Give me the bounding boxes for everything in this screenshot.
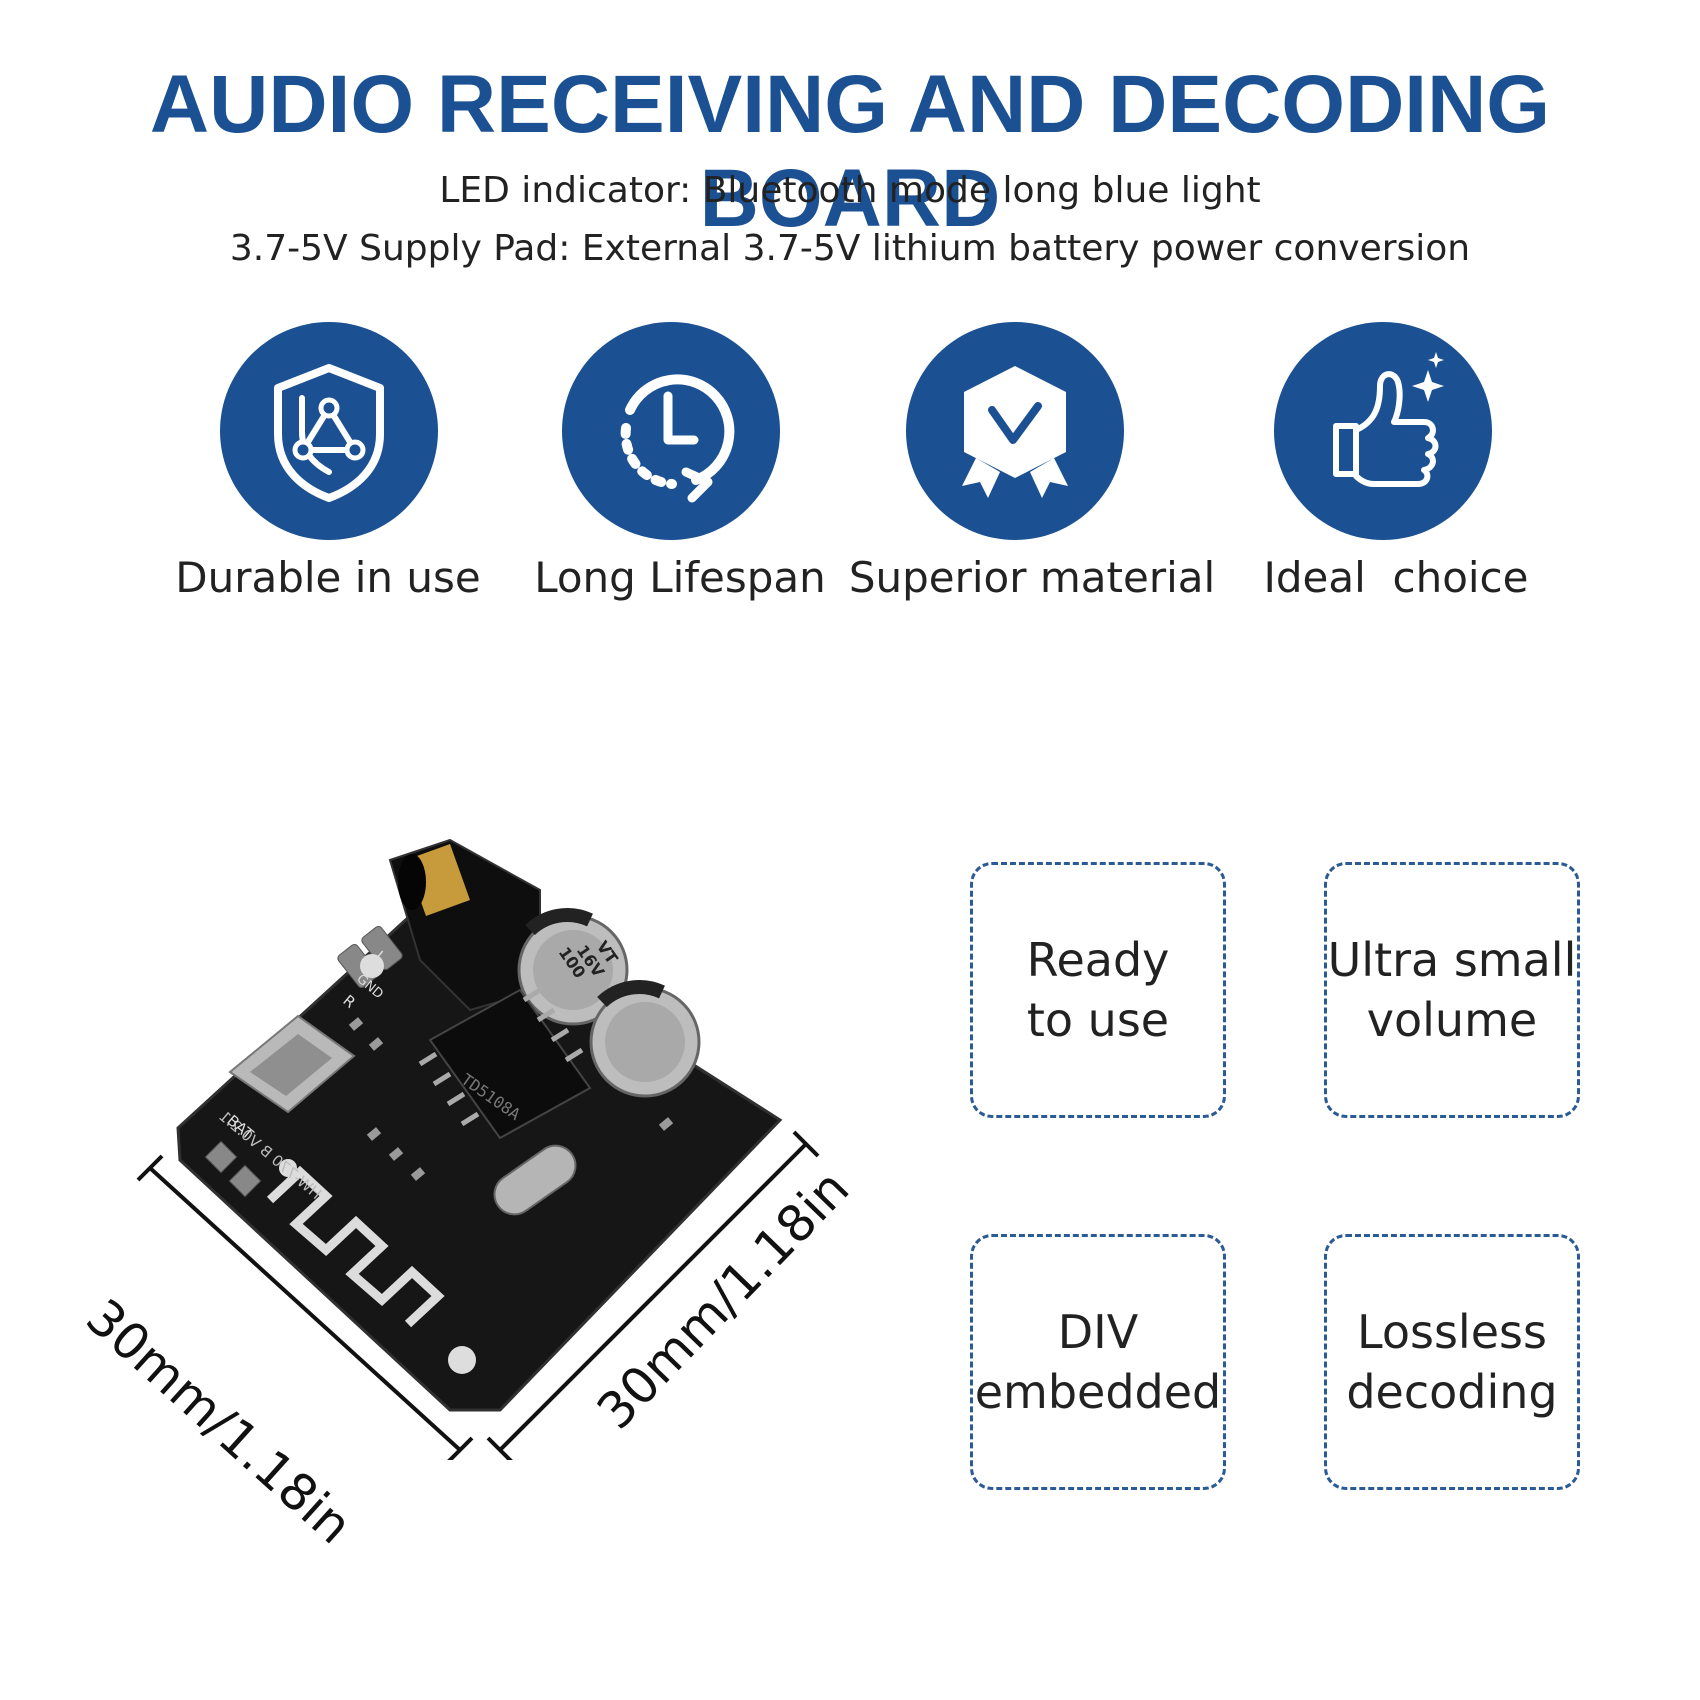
spec-text: DIV embedded [974, 1305, 1222, 1419]
feature-label-durable: Durable in use [175, 553, 481, 602]
thumbs-up-icon [1274, 322, 1492, 540]
feature-label-material: Superior material [848, 553, 1216, 602]
spec-ready-to-use: Ready to use [970, 862, 1226, 1118]
feature-label-ideal: Ideal choice [1263, 553, 1529, 602]
spec-ultra-small: Ultra small volume [1324, 862, 1580, 1118]
shield-triangle-icon [220, 322, 438, 540]
spec-text: Ready to use [1026, 933, 1170, 1047]
product-board-image: TD5108A HW-770 B V0.2.1 BAT R GND L 100 … [75, 820, 860, 1555]
led-indicator-line: LED indicator: Bluetooth mode long blue … [439, 170, 1261, 211]
spec-div-embedded: DIV embedded [970, 1234, 1226, 1490]
feature-label-lifespan: Long Lifespan [534, 553, 826, 602]
spec-lossless: Lossless decoding [1324, 1234, 1580, 1490]
spec-text: Ultra small volume [1327, 933, 1577, 1047]
page-title: AUDIO RECEIVING AND DECODING BOARD [149, 59, 1551, 244]
badge-check-icon [906, 322, 1124, 540]
supply-pad-line: 3.7-5V Supply Pad: External 3.7-5V lithi… [229, 228, 1471, 269]
clock-arrow-icon [562, 322, 780, 540]
spec-text: Lossless decoding [1346, 1305, 1558, 1419]
